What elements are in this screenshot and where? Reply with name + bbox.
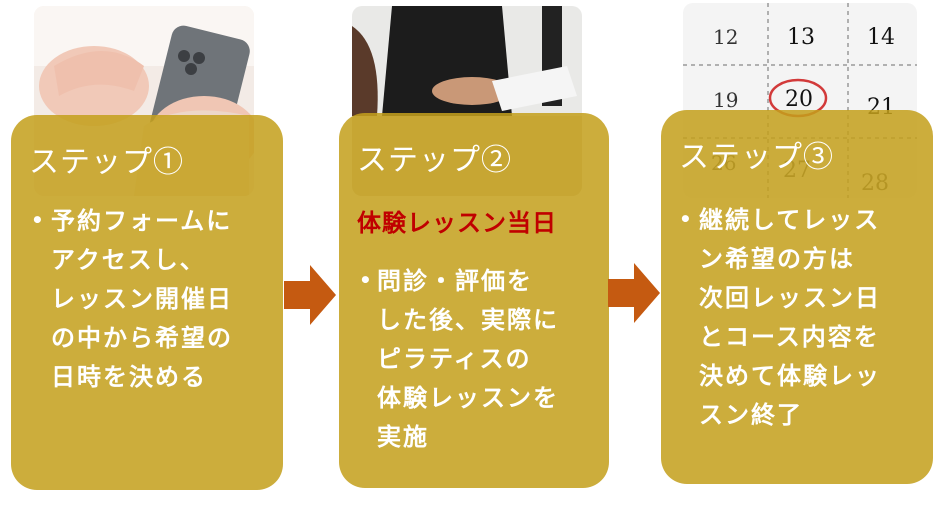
step-2-body: 問診・評価を した後、実際に ピラティスの 体験レッスンを 実施 xyxy=(377,261,559,456)
calendar-day-20: 20 xyxy=(785,87,813,112)
step-1-line: アクセスし、 xyxy=(51,245,206,274)
step-3-body: 継続してレッス ン希望の方は 次回レッスン日 とコース内容を 決めて体験レッ ス… xyxy=(699,200,881,434)
step-2-title: ステップ② xyxy=(357,143,512,178)
step-2-line: 問診・評価を xyxy=(377,266,533,295)
calendar-day-14: 14 xyxy=(867,25,895,50)
step-3-card: ステップ③ • 継続してレッス ン希望の方は 次回レッスン日 とコース内容を 決… xyxy=(661,110,933,484)
step-3-line: スン終了 xyxy=(699,400,803,429)
step-1-line: 予約フォームに xyxy=(51,206,233,235)
step-1-card: ステップ① • 予約フォームに アクセスし、 レッスン開催日 の中から希望の 日… xyxy=(11,115,283,490)
step-2-line: ピラティスの xyxy=(377,344,532,373)
step-1-bullet: • xyxy=(31,208,44,232)
step-3-line: 決めて体験レッ xyxy=(699,361,881,390)
step-3-line: ン希望の方は xyxy=(699,244,855,273)
step-2-subtitle: 体験レッスン当日 xyxy=(357,208,557,237)
right-arrow-icon xyxy=(284,265,336,325)
step-1-line: 日時を決める xyxy=(51,362,207,391)
step-1-line: レッスン開催日 xyxy=(51,284,233,313)
step-1-line: の中から希望の xyxy=(51,323,233,352)
calendar-day-13: 13 xyxy=(787,25,815,50)
step-3-line: 継続してレッス xyxy=(699,205,881,234)
step-2-line: した後、実際に xyxy=(377,305,559,334)
step-3-title: ステップ③ xyxy=(679,140,834,175)
step-3-line: 次回レッスン日 xyxy=(699,283,881,312)
right-arrow-icon xyxy=(608,263,660,323)
step-3-line: とコース内容を xyxy=(699,322,880,351)
calendar-day-19: 19 xyxy=(713,88,739,112)
step-2-card: ステップ② 体験レッスン当日 • 問診・評価を した後、実際に ピラティスの 体… xyxy=(339,113,609,488)
step-2-line: 実施 xyxy=(377,422,429,451)
calendar-day-12: 12 xyxy=(713,25,739,49)
step-2-bullet: • xyxy=(359,268,372,292)
step-1-title: ステップ① xyxy=(29,145,184,180)
step-2-line: 体験レッスンを xyxy=(377,383,559,412)
step-1-body: 予約フォームに アクセスし、 レッスン開催日 の中から希望の 日時を決める xyxy=(51,201,233,396)
step-3-bullet: • xyxy=(679,207,692,231)
